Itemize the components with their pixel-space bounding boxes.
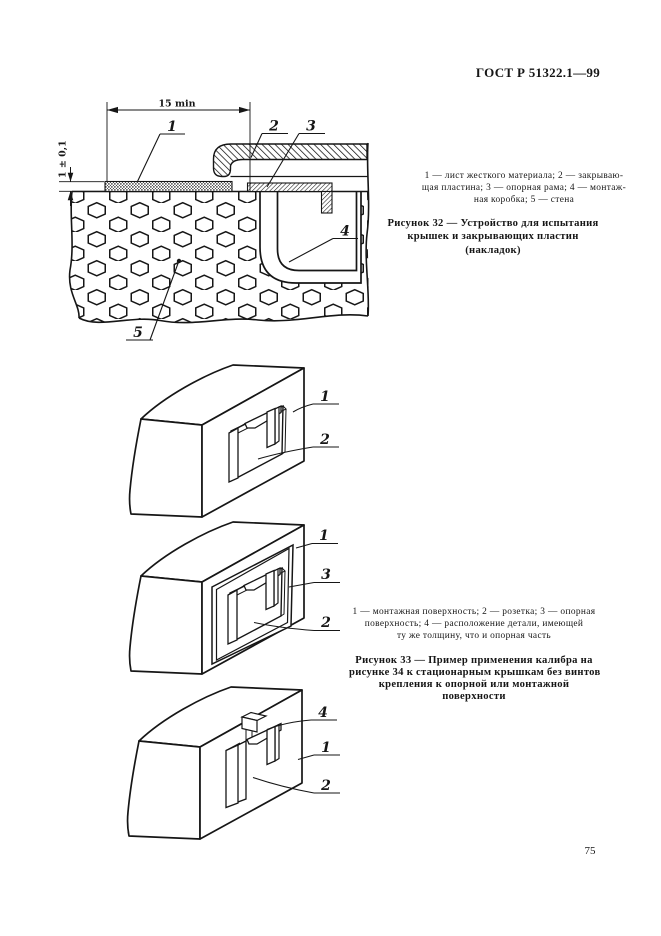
caption-line: крышек и закрывающих пластин	[407, 231, 579, 243]
callout-box: 4	[340, 224, 350, 240]
dimension-width-value: 15 min	[158, 99, 195, 110]
block3-caliber	[225, 711, 282, 809]
block1: 1 2	[128, 364, 339, 518]
support-frame	[246, 182, 333, 214]
block3-callout-socket: 2	[320, 778, 331, 794]
document-header: ГОСТ Р 51322.1—99	[475, 65, 600, 80]
figure33-legend: 1 — монтажная поверхность; 2 — розетка; …	[346, 606, 602, 642]
dimension-thickness: 1 ± 0,1	[58, 140, 104, 206]
caption-line: рисунке 34 к стационарным крышкам без ви…	[349, 667, 601, 678]
page-number: 75	[584, 845, 596, 857]
legend-line: ту же толщину, что и опорная часть	[396, 631, 552, 641]
closing-plate	[212, 143, 368, 178]
figure32-caption: Рисунок 32 — Устройство для испытания кр…	[383, 217, 603, 257]
block1-callout-socket: 2	[319, 432, 330, 448]
dimension-width: 15 min	[106, 99, 251, 191]
block2-callout-socket: 2	[320, 615, 331, 631]
callout-plate: 2	[268, 119, 279, 135]
dimension-thickness-value: 1 ± 0,1	[58, 140, 69, 178]
block3: 4 1 2	[126, 686, 340, 840]
caption-line: крепления к опорной или монтажной	[378, 679, 570, 690]
legend-line: 1 — монтажная поверхность; 2 — розетка; …	[352, 607, 596, 617]
block2: 1 3 2	[128, 521, 340, 675]
block1-callout-surface: 1	[320, 389, 330, 405]
rigid-sheet	[104, 180, 233, 193]
callout-sheet: 1	[167, 119, 177, 135]
figure32-drawing: 15 min 1 ± 0,1 1 2 3 4 5	[58, 99, 370, 341]
caption-line: поверхности	[442, 691, 506, 702]
figure33-drawing: 1 2 1 3 2 4 1 2	[126, 364, 340, 840]
mounting-box	[259, 192, 362, 284]
callout-frame: 3	[306, 119, 316, 135]
legend-line: поверхность; 4 — расположение детали, им…	[364, 619, 584, 629]
block2-callout-surface: 1	[319, 528, 329, 544]
callout-wall: 5	[133, 325, 143, 341]
figure33-caption: Рисунок 33 — Пример применения калибра н…	[349, 655, 601, 703]
block3-callout-part: 4	[318, 705, 328, 721]
legend-line: ная коробка; 5 — стена	[473, 195, 575, 205]
figure32-callouts: 1 2 3 4 5	[126, 119, 358, 341]
legend-line: щая пластина; 3 — опорная рама; 4 — монт…	[421, 183, 627, 193]
block2-callout-support: 3	[321, 567, 331, 583]
caption-line: (накладок)	[465, 244, 521, 256]
legend-line: 1 — лист жесткого материала; 2 — закрыва…	[424, 171, 624, 181]
caption-line: Рисунок 33 — Пример применения калибра н…	[355, 655, 593, 666]
figure32-legend: 1 — лист жесткого материала; 2 — закрыва…	[386, 170, 661, 206]
caption-line: Рисунок 32 — Устройство для испытания	[387, 218, 599, 229]
block3-callout-surface: 1	[321, 740, 331, 756]
